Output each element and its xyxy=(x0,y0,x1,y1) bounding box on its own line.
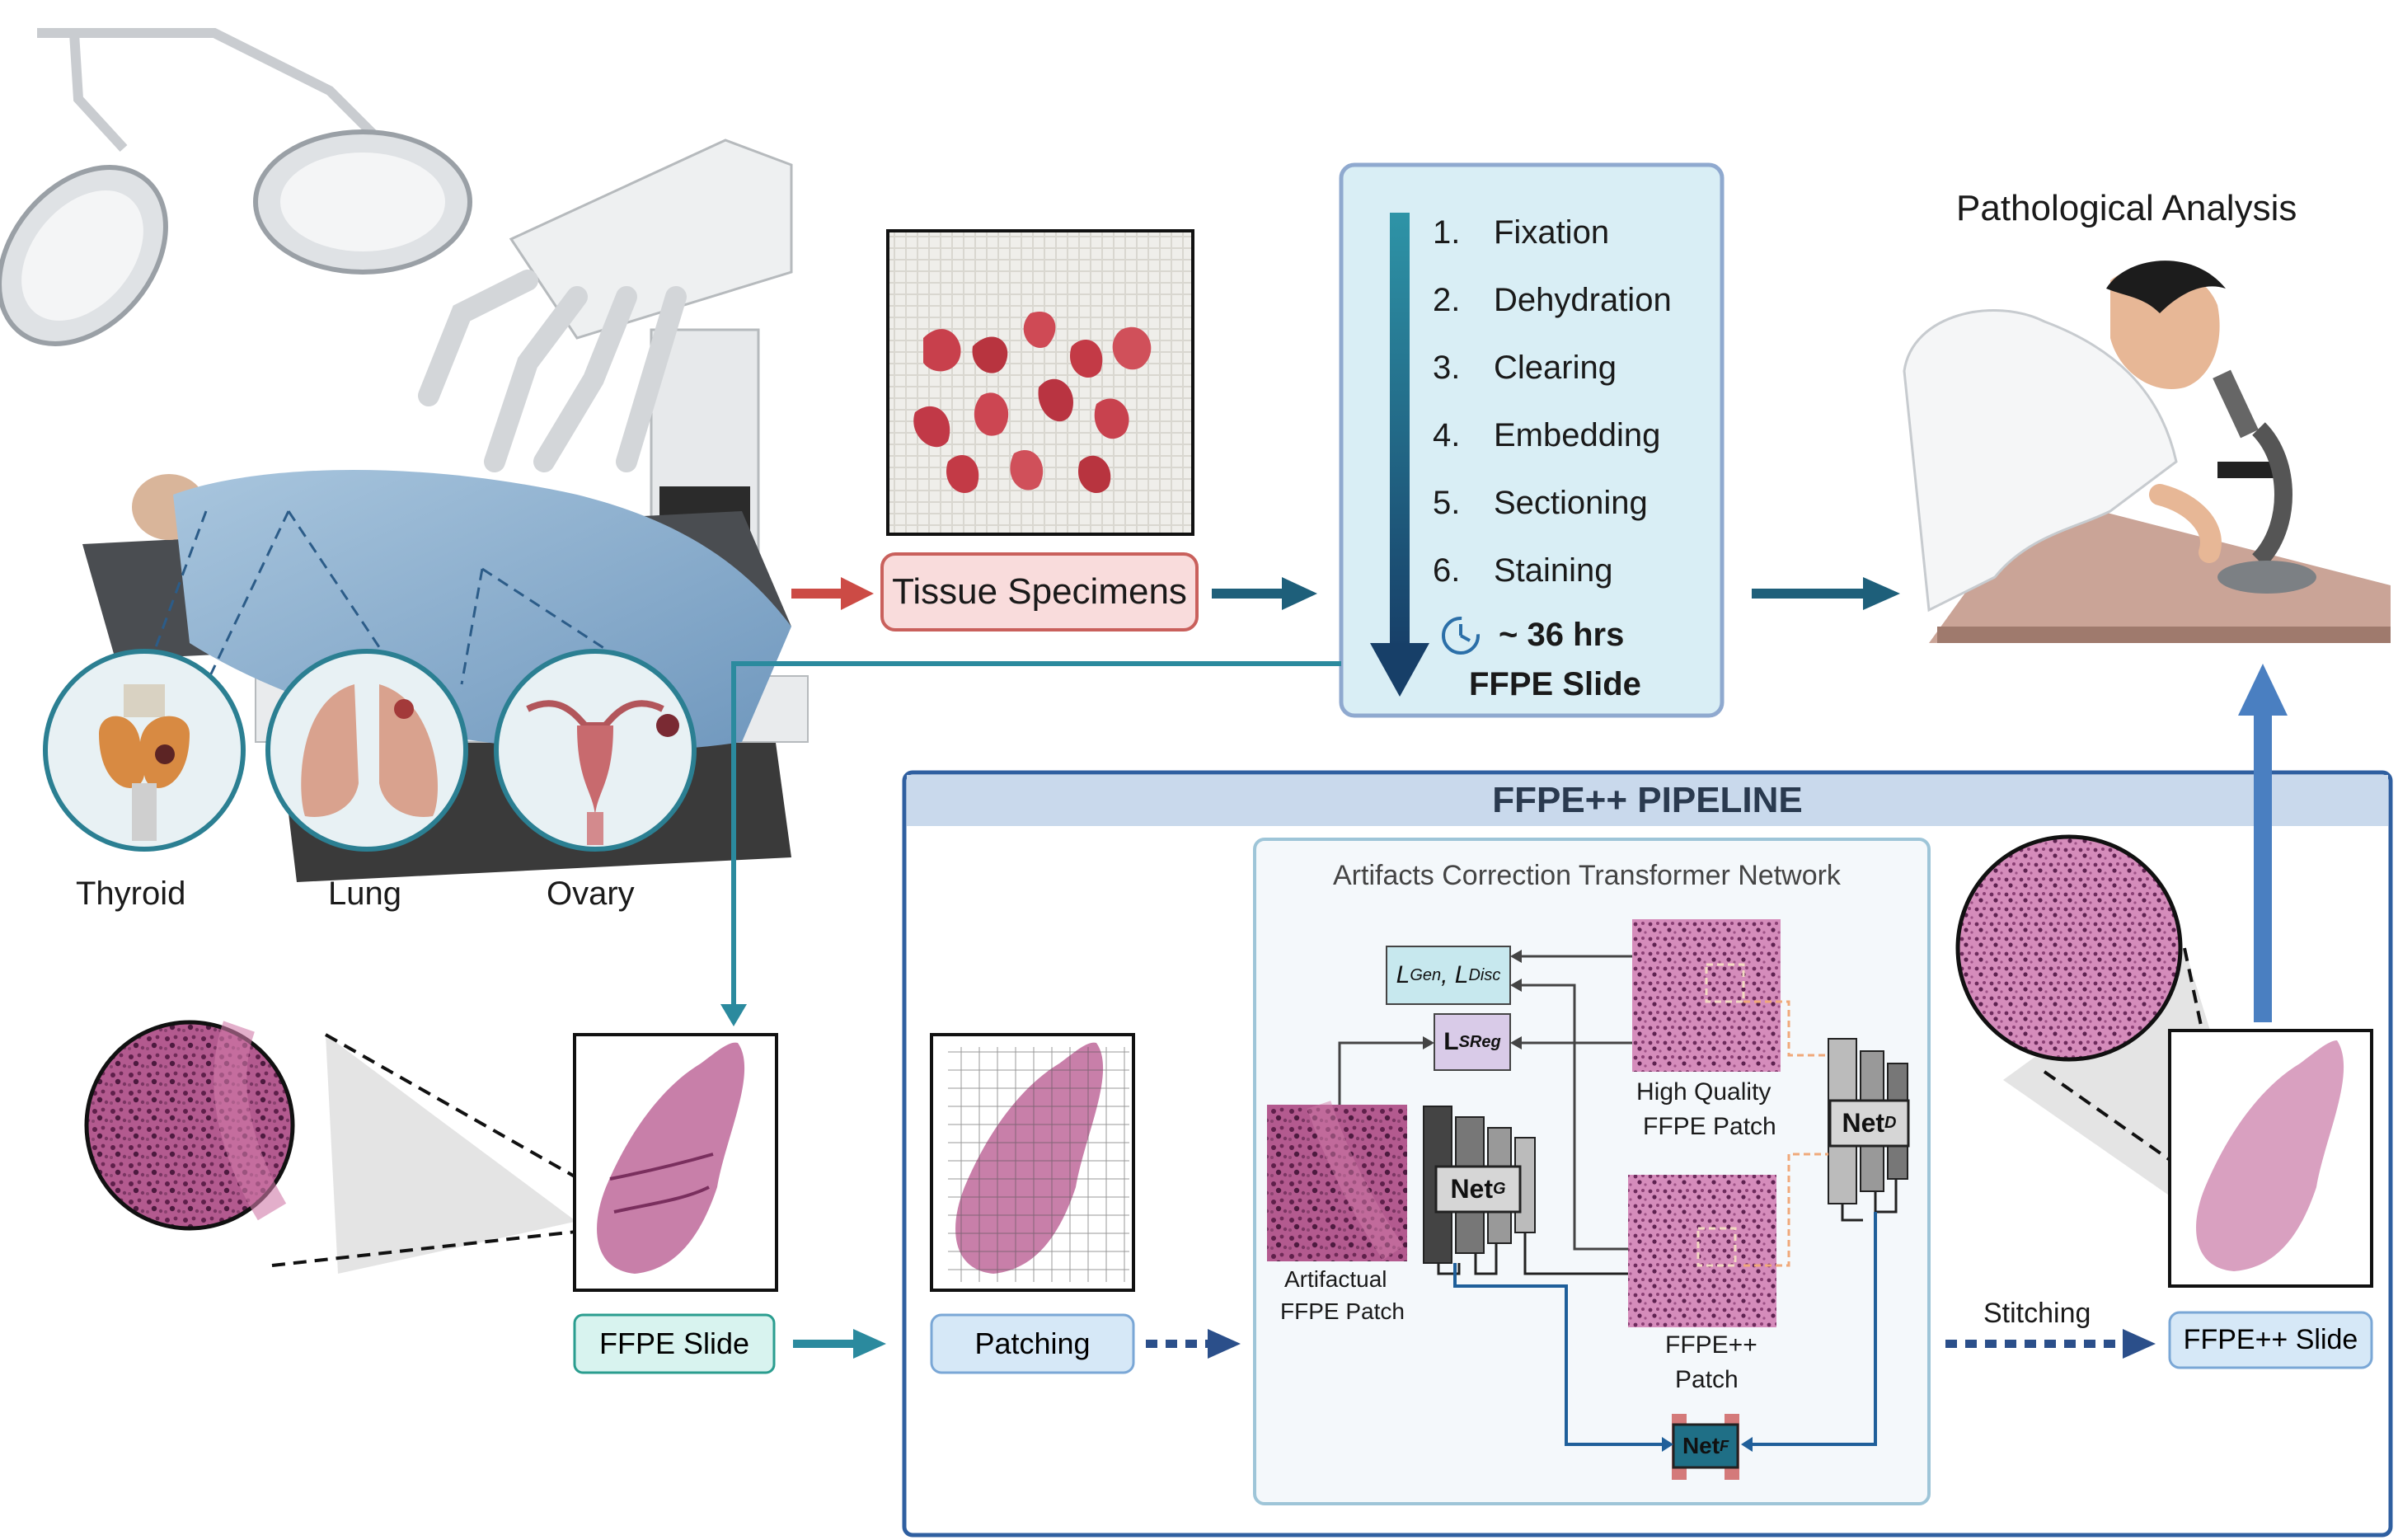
arrow-specimens-to-process xyxy=(1212,577,1317,610)
net-g-block xyxy=(1423,1106,1536,1264)
step-label-6: Staining xyxy=(1494,552,1613,589)
tissue-specimens-box xyxy=(880,552,1199,631)
network-connections xyxy=(1338,950,1898,1452)
net-f-sub: F xyxy=(1720,1437,1729,1454)
artifactual-patch-label-line1: Artifactual xyxy=(1284,1266,1387,1292)
loss-sreg-l: L xyxy=(1443,1028,1459,1055)
high-quality-patch-image xyxy=(1632,919,1781,1072)
arrow-process-to-analysis xyxy=(1752,577,1900,610)
step-label-5: Sectioning xyxy=(1494,485,1648,521)
thyroid-illustration xyxy=(43,649,246,852)
step-number-3: 3. xyxy=(1433,350,1461,386)
ffpe-slide-box xyxy=(573,1313,776,1374)
arrow-ffpe-to-pipeline xyxy=(793,1329,886,1359)
arrow-patching-to-network xyxy=(1146,1329,1241,1359)
arrow-process-to-ffpe-slide xyxy=(720,661,1341,1026)
step-label-2: Dehydration xyxy=(1494,282,1672,318)
ovary-illustration xyxy=(494,649,697,852)
step-number-2: 2. xyxy=(1433,282,1461,318)
net-f-base: Net xyxy=(1682,1433,1720,1458)
step-number-5: 5. xyxy=(1433,485,1461,521)
patching-box xyxy=(930,1313,1135,1374)
ffpepp-patch-label-line1: FFPE++ xyxy=(1665,1331,1757,1359)
organ-label-thyroid: Thyroid xyxy=(76,876,186,912)
zoomed-tissue-circle-left xyxy=(84,1020,652,1274)
stitching-label: Stitching xyxy=(1983,1298,2091,1329)
loss-disc-sub: Disc xyxy=(1468,965,1501,984)
hq-patch-label-line1: High Quality xyxy=(1636,1078,1772,1106)
ffpepp-slide-box xyxy=(2168,1311,2373,1369)
ffpe-slide-image xyxy=(573,1033,778,1292)
artifactual-patch-label-line2: FFPE Patch xyxy=(1280,1298,1405,1324)
pipeline-title: FFPE++ PIPELINE xyxy=(1492,780,1803,820)
tissue-specimens-label: Tissue Specimens xyxy=(892,571,1187,612)
net-d-block xyxy=(1828,1038,1910,1204)
lung-illustration xyxy=(265,649,468,852)
net-g-sub: G xyxy=(1493,1180,1506,1198)
ffpepp-patch-image xyxy=(1628,1175,1776,1327)
loss-sreg-box xyxy=(1434,1013,1511,1071)
network-title: Artifacts Correction Transformer Network xyxy=(1333,860,1841,891)
ffpepp-slide-image xyxy=(2168,1029,2373,1288)
processing-output: FFPE Slide xyxy=(1469,666,1641,702)
step-number-1: 1. xyxy=(1433,214,1461,251)
step-label-3: Clearing xyxy=(1494,350,1617,386)
loss-sreg-sub: SReg xyxy=(1458,1032,1501,1051)
tissue-specimens-photo xyxy=(886,229,1194,536)
organ-label-ovary: Ovary xyxy=(547,876,635,912)
loss-l1: L xyxy=(1396,961,1410,988)
loss-gen-disc-box xyxy=(1386,946,1511,1005)
loss-gen-sub: Gen xyxy=(1410,965,1442,984)
clock-icon xyxy=(1442,617,1480,655)
processing-duration: ~ 36 hrs xyxy=(1499,617,1625,653)
step-label-1: Fixation xyxy=(1494,214,1610,251)
arrow-robot-to-specimens xyxy=(791,577,874,610)
net-d-sub: D xyxy=(1884,1114,1897,1132)
step-number-6: 6. xyxy=(1433,552,1461,589)
patching-grid-image xyxy=(930,1033,1135,1292)
artifactual-patch-image xyxy=(1267,1101,1407,1261)
net-g-base: Net xyxy=(1450,1174,1493,1204)
ffpepp-slide-label: FFPE++ Slide xyxy=(2183,1324,2358,1355)
patching-label: Patching xyxy=(974,1326,1091,1360)
organ-label-lung: Lung xyxy=(328,876,401,912)
processing-steps-box xyxy=(1339,162,1725,718)
loss-l2: L xyxy=(1454,961,1469,988)
loss-comma: , xyxy=(1441,961,1455,988)
pathological-analysis-title: Pathological Analysis xyxy=(1956,188,2297,228)
net-d-base: Net xyxy=(1842,1108,1885,1138)
ffpe-slide-label: FFPE Slide xyxy=(598,1326,750,1360)
processing-down-arrow xyxy=(1370,213,1429,697)
step-label-4: Embedding xyxy=(1494,417,1661,453)
ffpepp-patch-label-line2: Patch xyxy=(1675,1366,1739,1393)
step-number-4: 4. xyxy=(1433,417,1461,453)
pathologist-microscope-illustration xyxy=(1903,261,2391,643)
net-f-block xyxy=(1672,1414,1739,1480)
arrow-stitching xyxy=(1945,1329,2156,1359)
arrow-output-to-analysis xyxy=(2238,664,2288,1022)
hq-patch-label-line2: FFPE Patch xyxy=(1643,1113,1776,1140)
